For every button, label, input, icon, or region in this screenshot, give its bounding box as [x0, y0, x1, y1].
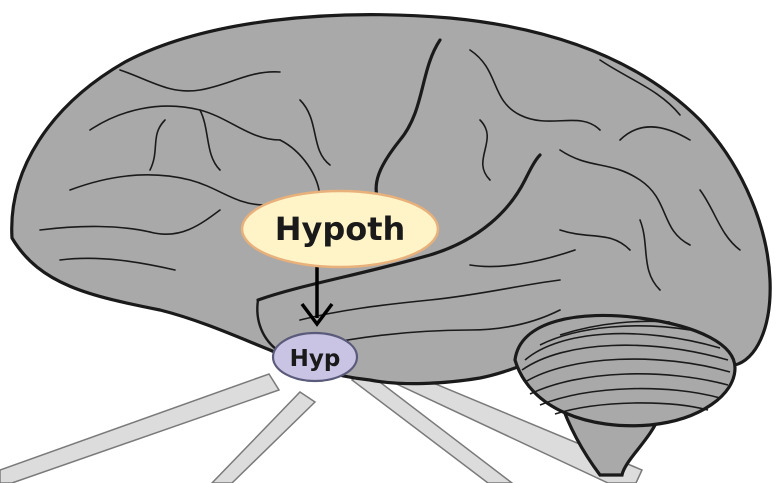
cerebellum-icon [515, 315, 735, 425]
pituitary-label: Hyp [273, 333, 357, 381]
pituitary-text: Hyp [290, 346, 341, 372]
hypothalamus-text: Hypoth [275, 210, 406, 248]
hypothalamus-label: Hypoth [242, 191, 438, 267]
